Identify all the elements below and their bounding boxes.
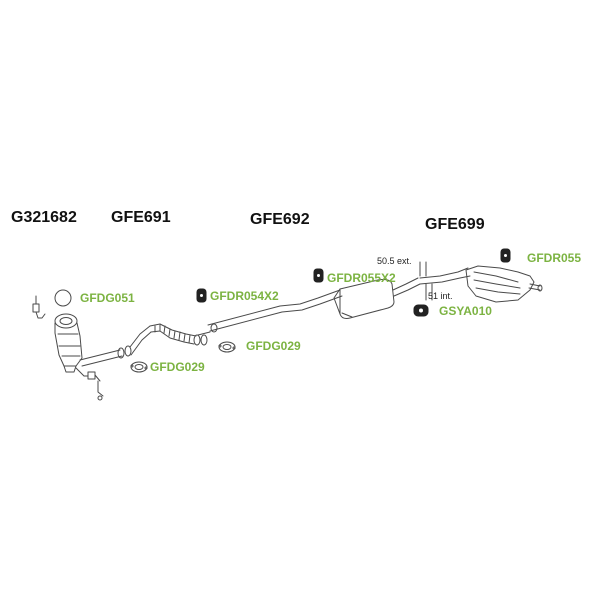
- dimension-external: 50.5 ext.: [377, 256, 412, 266]
- hanger-rear-icon: [500, 248, 511, 263]
- gasket-middle-icon: [218, 341, 236, 353]
- label-gasket-middle: GFDG029: [246, 339, 301, 353]
- gasket-front-icon: [130, 361, 148, 373]
- dimension-marks: [419, 261, 433, 301]
- gasket-round-icon: [54, 289, 72, 307]
- dimension-internal: 51 int.: [428, 291, 453, 301]
- hanger-middle-icon: [313, 268, 324, 283]
- rear-silencer: [419, 265, 543, 303]
- label-clamp: GSYA010: [439, 304, 492, 318]
- label-hanger-rear: GFDR055: [527, 251, 582, 265]
- part-code-catalyst: G321682: [11, 209, 77, 226]
- label-gasket-round: GFDG051: [80, 291, 135, 305]
- lambda-sensor-lower: [75, 367, 104, 401]
- catalytic-converter: [54, 313, 83, 373]
- part-code-center-silencer: GFE692: [250, 211, 310, 228]
- hanger-front-icon: [196, 288, 207, 303]
- part-code-rear-silencer: GFE699: [425, 216, 485, 233]
- label-gasket-front: GFDG029: [150, 360, 205, 374]
- clamp-icon: [413, 304, 429, 317]
- label-hanger-front: GFDR054X2: [210, 289, 279, 303]
- label-hanger-middle: GFDR055X2: [327, 271, 396, 285]
- lambda-sensor-upper: [32, 295, 46, 319]
- center-silencer: [333, 277, 421, 319]
- front-pipe: [79, 323, 211, 367]
- part-code-front-pipe: GFE691: [111, 209, 171, 226]
- intermediate-pipe: [207, 289, 343, 333]
